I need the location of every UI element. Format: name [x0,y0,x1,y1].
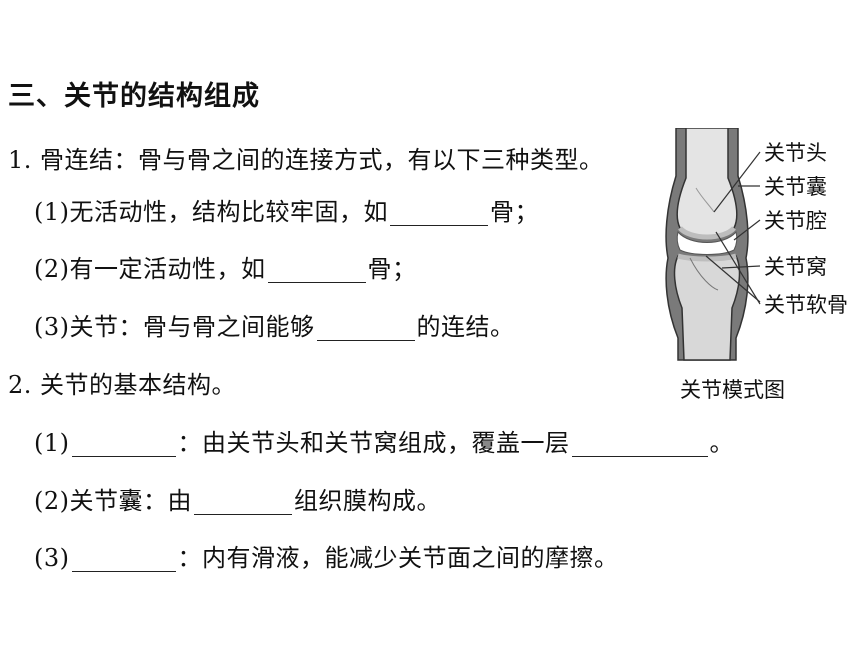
question-2-item-1: (1) ：由关节头和关节窝组成，覆盖一层 。 [34,423,734,458]
q2-item2-text: (2)关节囊：由 [34,487,192,515]
q2-item1-prefix: (1) [34,429,70,457]
q1-item3-after: 的连结。 [416,313,515,341]
figure-caption: 关节模式图 [680,378,785,402]
q2-item3-after: ：内有滑液，能减少关节面之间的摩擦。 [177,544,619,572]
q1-item1-text: (1)无活动性，结构比较牢固，如 [34,198,388,226]
answer-blank-6[interactable] [194,490,292,515]
answer-blank-2[interactable] [267,258,366,283]
label-joint-head: 关节头 [764,141,827,165]
q2-item2-after: 组织膜构成。 [294,487,441,515]
q1-item1-after: 骨； [490,198,539,226]
q1-item2-after: 骨； [367,255,417,283]
section-title: 三、关节的结构组成 [8,81,260,112]
label-joint-socket: 关节窝 [764,255,827,279]
answer-blank-4[interactable] [71,432,176,457]
label-joint-capsule: 关节囊 [764,175,827,199]
label-articular-cartilage: 关节软骨 [764,293,848,317]
label-joint-cavity: 关节腔 [764,209,827,233]
answer-blank-7[interactable] [71,547,176,572]
joint-diagram: 关节头 关节囊 关节腔 关节窝 关节软骨 [665,128,848,361]
q2-item1-after: 。 [709,429,734,457]
socket-cartilage-shape [677,253,737,262]
q2-item3-prefix: (3) [34,544,70,572]
joint-cavity-shape [676,230,738,255]
question-1-stem: 1. 骨连结：骨与骨之间的连接方式，有以下三种类型。 [8,146,604,174]
lower-bone-shape [673,255,741,361]
question-1-item-2: (2)有一定活动性，如 骨； [34,249,417,284]
question-2-item-2: (2)关节囊：由 组织膜构成。 [34,481,441,516]
q1-item2-text: (2)有一定活动性，如 [34,255,266,283]
q2-item1-middle: ：由关节头和关节窝组成，覆盖一层 [177,429,570,457]
question-2-stem: 2. 关节的基本结构。 [8,371,237,399]
question-1-item-3: (3)关节：骨与骨之间能够 的连结。 [34,307,515,342]
head-cartilage-shape [678,226,736,240]
upper-bone-shape [676,128,738,238]
answer-blank-3[interactable] [316,316,415,341]
question-2-item-3: (3) ：内有滑液，能减少关节面之间的摩擦。 [34,538,619,573]
q1-item3-text: (3)关节：骨与骨之间能够 [34,313,315,341]
answer-blank-5[interactable] [571,432,708,457]
question-1-item-1: (1)无活动性，结构比较牢固，如 骨； [34,192,539,227]
answer-blank-1[interactable] [390,201,488,226]
